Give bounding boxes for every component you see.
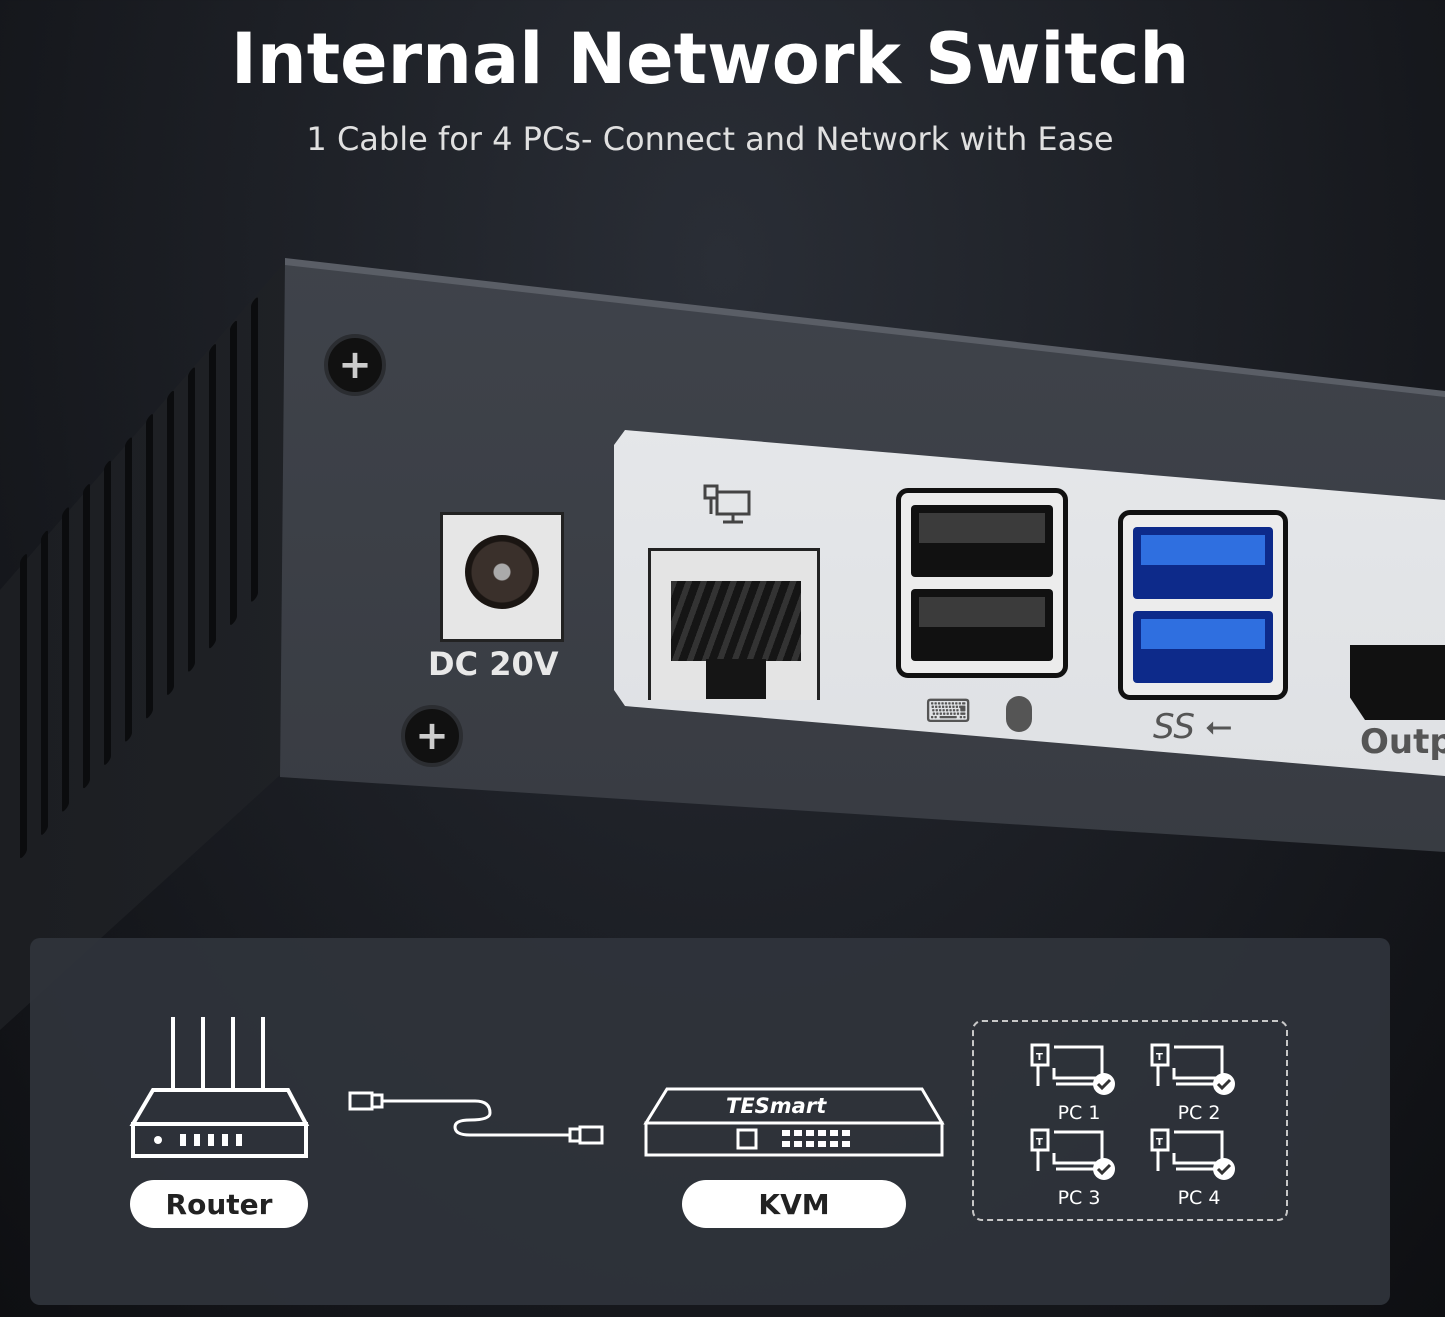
pc-group: T PC 1 T PC 2 T PC 3 T PC 4 [972, 1020, 1288, 1221]
pc-label: PC 4 [1177, 1187, 1221, 1209]
pc-item: T PC 2 [1144, 1042, 1254, 1127]
pc-item: T PC 3 [1024, 1127, 1134, 1212]
pc-connected-icon: T [1150, 1128, 1235, 1180]
kvm-brand: TESmart [726, 1094, 827, 1118]
router-label: Router [130, 1180, 308, 1228]
usb-port [911, 589, 1053, 661]
screw-icon: + [324, 334, 386, 396]
svg-text:T: T [1156, 1137, 1163, 1148]
router-icon [129, 1017, 310, 1158]
svg-text:T: T [1036, 1052, 1043, 1063]
usb-port [1133, 611, 1273, 683]
ethernet-port [648, 548, 820, 700]
usb-port [1133, 527, 1273, 599]
pc-connected-icon: T [1150, 1043, 1235, 1095]
usb3-port-pair [1118, 510, 1288, 700]
keyboard-icon: ⌨ [925, 692, 972, 730]
ethernet-cable-icon [348, 1091, 604, 1145]
usb-port [911, 505, 1053, 577]
screw-icon: + [401, 705, 463, 767]
page-title: Internal Network Switch [230, 18, 1190, 100]
output-label: Outp [1360, 722, 1445, 762]
svg-text:T: T [1156, 1052, 1163, 1063]
usb-icon: ⭠ [1205, 706, 1233, 746]
usb2-port-pair [896, 488, 1068, 678]
page-subtitle: 1 Cable for 4 PCs- Connect and Network w… [306, 120, 1114, 158]
network-icon [703, 484, 751, 524]
power-label: DC 20V [428, 645, 559, 683]
pc-item: T PC 4 [1144, 1127, 1254, 1212]
usb3-label: SS [1153, 707, 1195, 747]
dc-power-port [440, 512, 564, 642]
pc-item: T PC 1 [1024, 1042, 1134, 1127]
kvm-switch-icon [643, 1087, 945, 1157]
kvm-label: KVM [682, 1180, 906, 1228]
pc-label: PC 3 [1057, 1187, 1101, 1209]
pc-label: PC 1 [1057, 1102, 1101, 1124]
svg-text:T: T [1036, 1137, 1043, 1148]
hdmi-port [1350, 645, 1445, 720]
pc-connected-icon: T [1030, 1043, 1115, 1095]
pc-label: PC 2 [1177, 1102, 1221, 1124]
pc-connected-icon: T [1030, 1128, 1115, 1180]
mouse-icon [1006, 696, 1032, 732]
